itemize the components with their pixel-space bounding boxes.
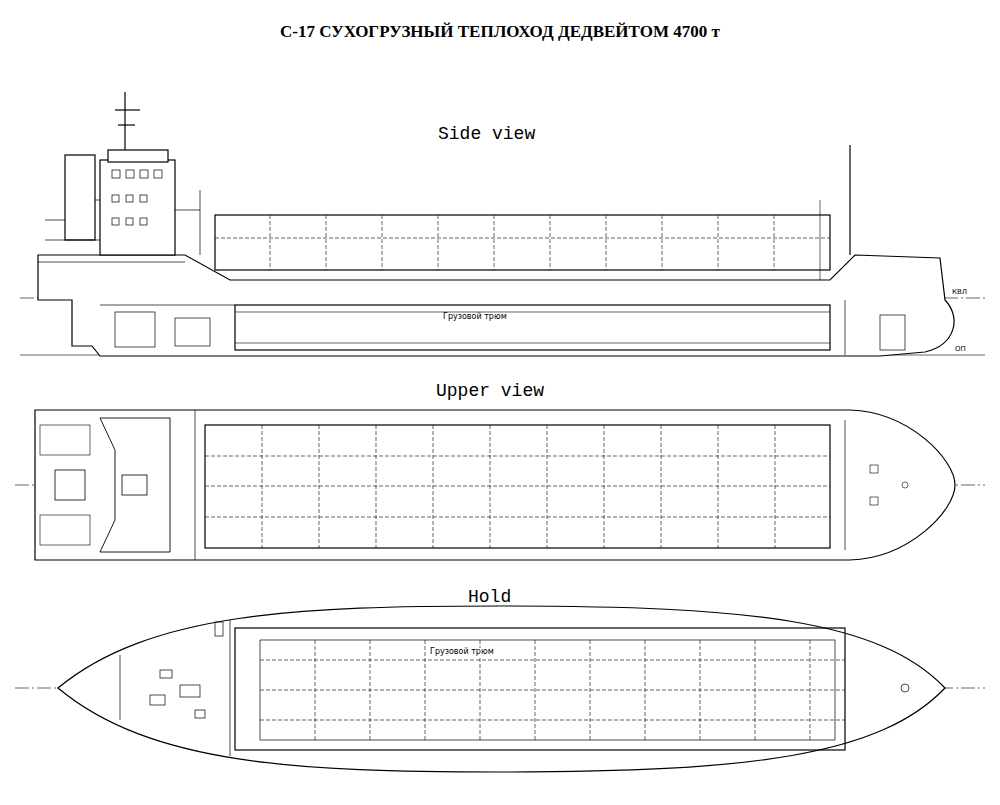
line-mark: КВЛ bbox=[952, 289, 967, 297]
view-label: Upper view bbox=[436, 382, 544, 402]
drawing-title: С-17 СУХОГРУЗНЫЙ ТЕПЛОХОД ДЕДВЕЙТОМ 4700… bbox=[280, 23, 720, 42]
compartment-label: Грузовой трюм bbox=[428, 648, 496, 657]
view-label: Side view bbox=[438, 125, 535, 145]
view-label: Hold bbox=[468, 588, 511, 608]
line-mark: ОП bbox=[955, 346, 966, 354]
compartment-label: Грузовой трюм bbox=[441, 313, 509, 322]
